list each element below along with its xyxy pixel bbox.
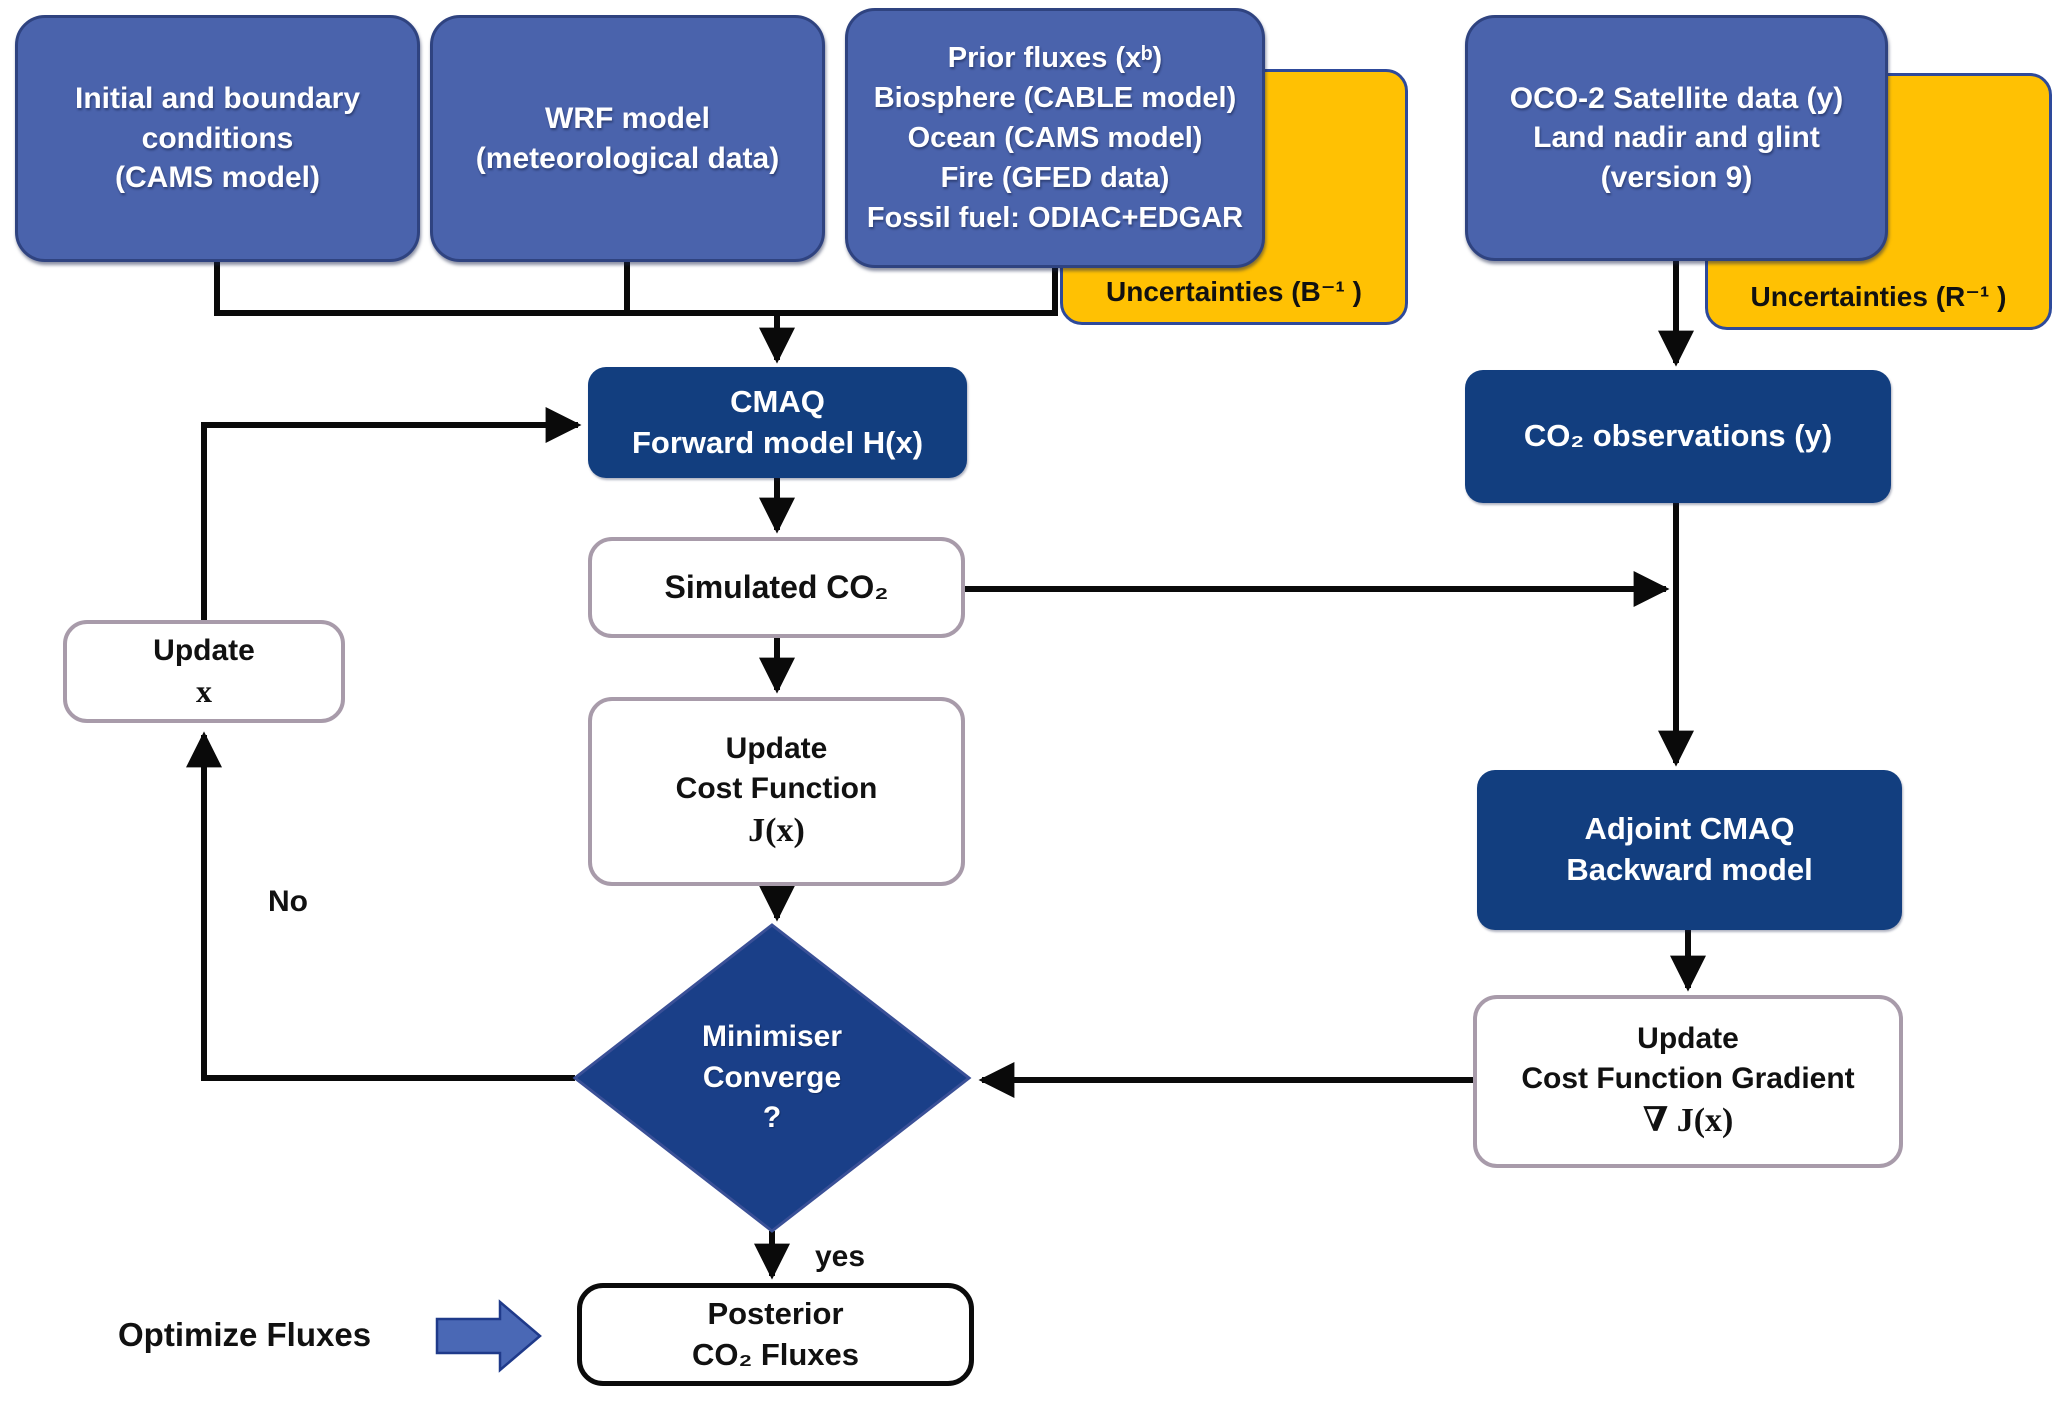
box-line: Biosphere (CABLE model) (873, 81, 1237, 114)
no-branch-label: No (268, 885, 308, 918)
box-line: conditions (141, 121, 294, 155)
box-line: Converge (702, 1060, 842, 1094)
no-loop-diamond-to-updatex (186, 731, 575, 1081)
box-line: Ocean (CAMS model) (907, 121, 1203, 154)
oco2-satellite-data-box: OCO-2 Satellite data (y) Land nadir and … (1465, 15, 1888, 261)
minimiser-converge-label: Minimiser Converge ? (622, 990, 922, 1166)
box-line: Simulated CO₂ (664, 569, 889, 606)
uncertainties-r-label: Uncertainties (R⁻¹ ) (1750, 281, 2007, 312)
box-line: CO₂ Fluxes (691, 1336, 860, 1372)
box-line: Backward model (1566, 852, 1813, 887)
box-line: Minimiser (701, 1020, 843, 1054)
box-line: (version 9) (1600, 160, 1753, 194)
no-loop-updatex-to-cmaq (201, 407, 582, 620)
box-line: Posterior (707, 1295, 844, 1331)
wrf-model-box: WRF model (meteorological data) (430, 15, 825, 262)
box-line: Fire (GFED data) (940, 162, 1170, 194)
box-line: Update (725, 732, 828, 766)
adjoint-cmaq-box: Adjoint CMAQ Backward model (1477, 770, 1902, 930)
yes-branch-label: yes (815, 1240, 866, 1273)
co2-observations-box: CO₂ observations (y) (1465, 370, 1891, 503)
box-line: CMAQ (730, 383, 825, 419)
box-line: CO₂ observations (y) (1523, 418, 1833, 454)
cmaq-forward-model-box: CMAQ Forward model H(x) (588, 367, 967, 478)
box-line: Adjoint CMAQ (1584, 811, 1795, 847)
box-line: Initial and boundary (74, 82, 360, 116)
posterior-co2-fluxes-box: Posterior CO₂ Fluxes (577, 1283, 974, 1386)
box-line: (meteorological data) (475, 141, 780, 175)
optimize-fluxes-label: Optimize Fluxes (118, 1316, 372, 1353)
box-line: WRF model (545, 101, 710, 135)
optimize-fluxes-block-arrow-icon (435, 1299, 542, 1373)
box-line: Forward model H(x) (631, 424, 924, 460)
box-line: Update (153, 633, 255, 667)
box-line: Fossil fuel: ODIAC+EDGAR (866, 202, 1244, 235)
box-line: Land nadir and glint (1533, 121, 1820, 155)
update-x-box: Update x (63, 620, 345, 723)
box-line-math: J(x) (748, 811, 805, 849)
initial-boundary-conditions-box: Initial and boundary conditions (CAMS mo… (15, 15, 420, 262)
cost-function-gradient-box: Update Cost Function Gradient ∇ J(x) (1473, 995, 1903, 1168)
box-line: Cost Function Gradient (1521, 1062, 1855, 1096)
box-line: Cost Function (675, 772, 878, 806)
box-line: (CAMS model) (115, 161, 320, 195)
update-cost-function-box: Update Cost Function J(x) (588, 697, 965, 886)
box-line-math: ∇ J(x) (1642, 1101, 1734, 1139)
prior-fluxes-box: Prior fluxes (xᵇ) Biosphere (CABLE model… (845, 8, 1265, 268)
box-line: Prior fluxes (xᵇ) (947, 41, 1163, 74)
box-line: ? (762, 1101, 782, 1135)
uncertainties-b-label: Uncertainties (B⁻¹ ) (1106, 276, 1362, 307)
box-line: OCO-2 Satellite data (y) (1509, 81, 1844, 115)
simulated-co2-box: Simulated CO₂ (588, 537, 965, 638)
box-line: Update (1637, 1022, 1739, 1056)
minimiser-converge-diamond (572, 923, 972, 1233)
box-line-math: x (196, 673, 212, 710)
top-collector-line (214, 262, 1058, 316)
